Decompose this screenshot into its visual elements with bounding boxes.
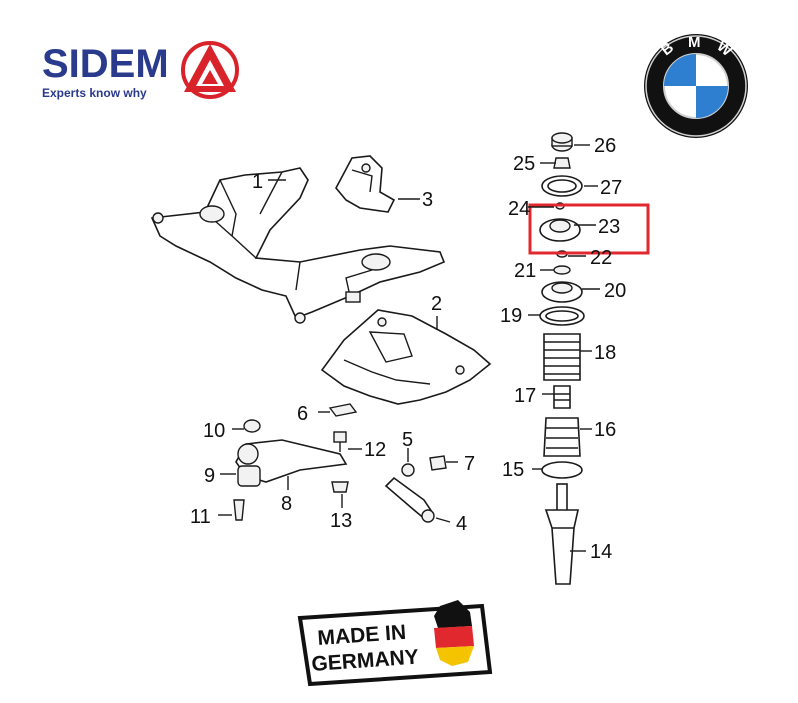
highlight-box (528, 203, 650, 255)
leader-lines (218, 144, 600, 552)
germany-flag-map-icon (434, 600, 474, 666)
callout-22: 22 (590, 247, 612, 269)
brand-tagline: Experts know why (42, 86, 147, 100)
callout-12: 12 (364, 439, 386, 461)
callout-10: 10 (203, 420, 225, 442)
callout-14: 14 (590, 541, 612, 563)
callout-27: 27 (600, 177, 622, 199)
callout-17: 17 (514, 385, 536, 407)
callout-26: 26 (594, 135, 616, 157)
sidem-emblem-icon (181, 41, 239, 99)
brand-name: SIDEM (42, 42, 169, 86)
callout-20: 20 (604, 280, 626, 302)
callout-24: 24 (508, 198, 530, 220)
callout-8: 8 (281, 493, 292, 515)
callout-15: 15 (502, 459, 524, 481)
control-arm-part (233, 403, 358, 521)
underbody-plate-part (320, 309, 492, 405)
tie-rod-part (384, 455, 447, 523)
callout-1: 1 (252, 171, 263, 193)
callout-2: 2 (431, 293, 442, 315)
callout-16: 16 (594, 419, 616, 441)
callout-4: 4 (456, 513, 467, 535)
callout-7: 7 (464, 453, 475, 475)
callout-25: 25 (513, 153, 535, 175)
callout-9: 9 (204, 465, 215, 487)
strut-assembly-part (539, 132, 585, 585)
bmw-logo-icon: B M W (644, 34, 748, 138)
callout-6: 6 (297, 403, 308, 425)
callout-23: 23 (598, 216, 620, 238)
callout-19: 19 (500, 305, 522, 327)
callout-21: 21 (514, 260, 536, 282)
callout-13: 13 (330, 510, 352, 532)
bracket-part (335, 155, 396, 213)
sidem-logo: SIDEM Experts know why (42, 44, 169, 100)
callout-5: 5 (402, 429, 413, 451)
callout-3: 3 (422, 189, 433, 211)
callout-11: 11 (190, 506, 211, 528)
callout-18: 18 (594, 342, 616, 364)
made-in-germany-stamp: MADE IN GERMANY (297, 600, 493, 687)
callout-labels: 1 2 3 4 5 6 7 8 9 10 11 12 13 14 15 16 1… (190, 135, 626, 563)
svg-text:M: M (688, 34, 701, 51)
subframe-part (150, 167, 446, 324)
